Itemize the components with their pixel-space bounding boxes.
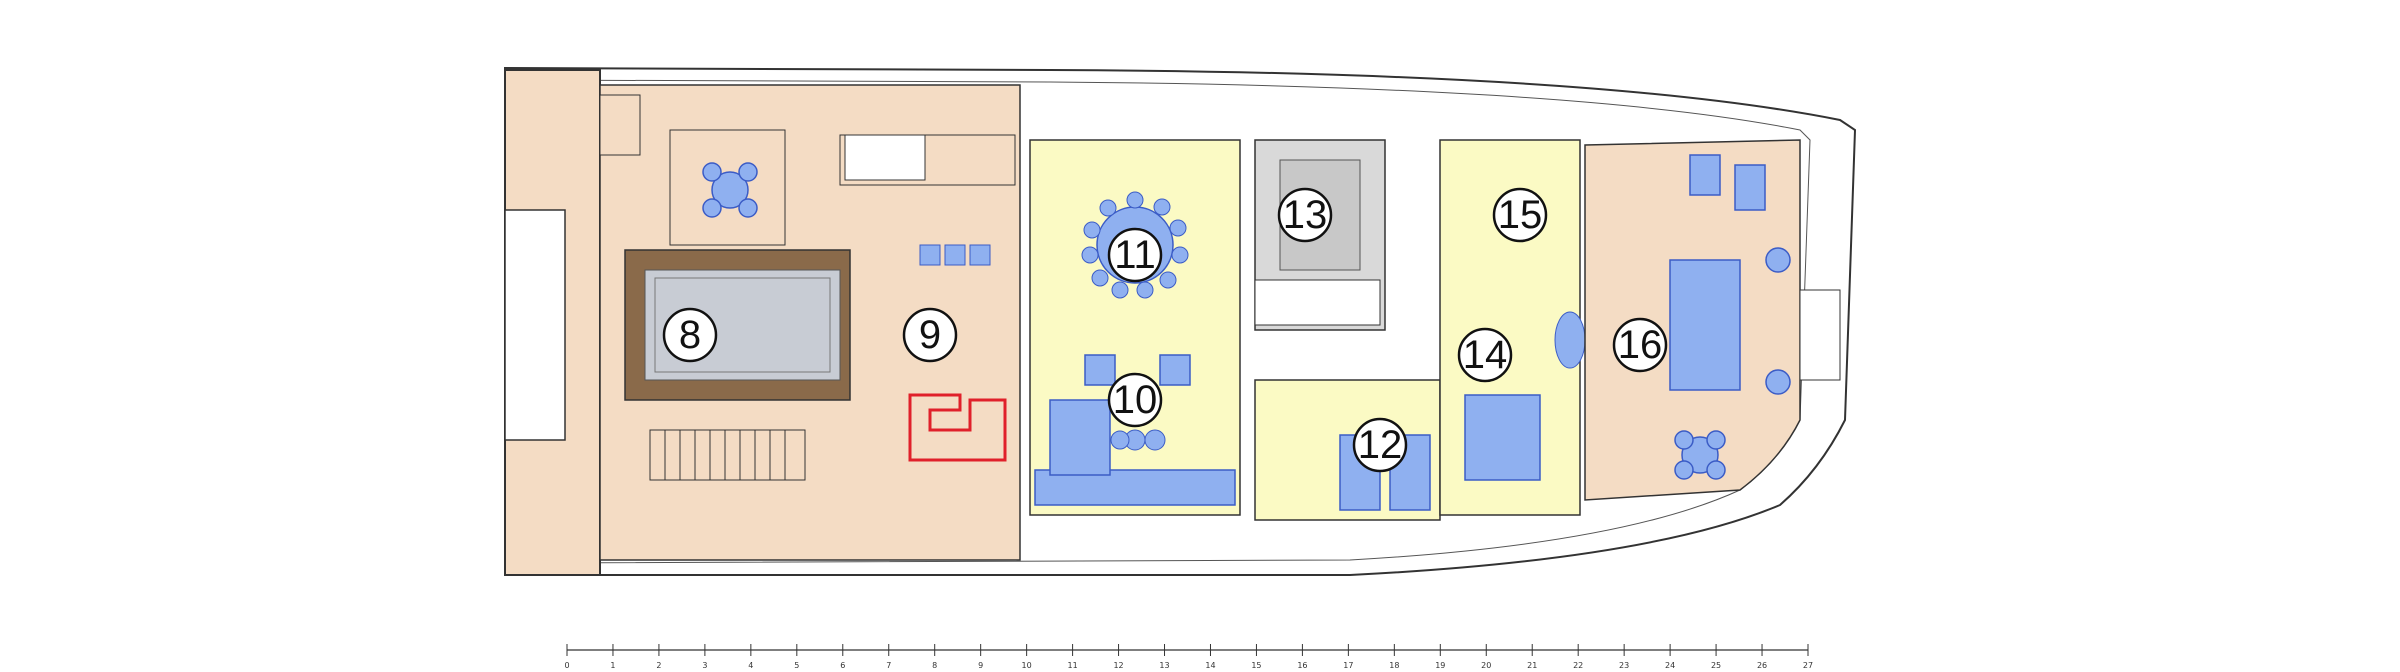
galley-stair [1254,279,1381,326]
room-marker-label-master-bath: 15 [1498,193,1543,237]
hull-outline [504,66,1857,576]
aft-stair-top [599,94,641,156]
scale-tick-label: 2 [656,661,661,670]
dining-chairs [1081,191,1189,299]
scale-tick-label: 9 [978,661,983,670]
scale-tick-label: 3 [702,661,707,670]
master-bed [1464,394,1541,481]
scale-tick-label: 12 [1113,661,1123,670]
scale-tick-label: 26 [1757,661,1767,670]
scale-tick-label: 21 [1527,661,1537,670]
scale-tick-label: 18 [1389,661,1399,670]
scale-tick-label: 16 [1297,661,1307,670]
room-markers: 8 9 10 11 12 13 14 15 16 [662,187,1668,473]
scale-tick-label: 11 [1067,661,1077,670]
scale-tick-label: 20 [1481,661,1491,670]
room-marker-master-cabin [1457,327,1513,383]
scale-tick-label: 14 [1205,661,1215,670]
scale-tick-label: 22 [1573,661,1583,670]
pool-edge [654,277,831,373]
scale-tick-label: 0 [564,661,569,670]
stern-rail [504,209,566,441]
aft-lavatory [844,134,926,181]
salon-sofa [1034,354,1236,506]
scale-tick-label: 25 [1711,661,1721,670]
room-marker-label-guest-cabin: 12 [1358,423,1403,467]
scale-tick-label: 8 [932,661,937,670]
scale-tick-label: 27 [1803,661,1813,670]
room-marker-label-galley: 13 [1283,193,1328,237]
scale-tick-label: 4 [748,661,753,670]
red-feature [908,393,1007,462]
room-marker-label-fore-deck: 16 [1618,323,1663,367]
scale-tick-label: 19 [1435,661,1445,670]
room-marker-galley [1277,187,1333,243]
room-marker-dining [1107,227,1163,283]
salon-table [1110,429,1166,451]
scale-tick-label: 17 [1343,661,1353,670]
scale-tick-label: 7 [886,661,891,670]
scale-tick-label: 6 [840,661,845,670]
fore-lounge [1669,154,1791,395]
bow-frame [1799,289,1841,381]
aft-table-shade [669,129,786,246]
room-marker-guest-cabin [1352,417,1408,473]
room-marker-fore-deck [1612,317,1668,373]
scale-tick-label: 24 [1665,661,1675,670]
fore-table [1674,430,1726,480]
aft-table-top [702,162,758,218]
master-armchair [1554,311,1586,369]
scale-tick-label: 13 [1159,661,1169,670]
room-marker-label-pool: 8 [679,313,701,357]
scale-tick-label: 1 [610,661,615,670]
aft-bar [839,134,1016,186]
scale-tick-label: 5 [794,661,799,670]
room-marker-salon [1107,372,1163,428]
room-marker-pool [662,307,718,363]
room-marker-master-bath [1492,187,1548,243]
room-marker-label-dining: 11 [1114,233,1156,277]
aft-chairs [919,244,991,266]
aft-stair-bottom [649,429,806,481]
scale-tick-label: 23 [1619,661,1629,670]
scale-tick-label: 15 [1251,661,1261,670]
room-marker-label-salon: 10 [1113,378,1158,422]
room-marker-label-master-cabin: 14 [1463,333,1508,377]
scale-tick-label: 10 [1022,661,1032,670]
room-marker-aft-deck [902,307,958,363]
room-marker-label-aft-deck: 9 [919,313,941,357]
